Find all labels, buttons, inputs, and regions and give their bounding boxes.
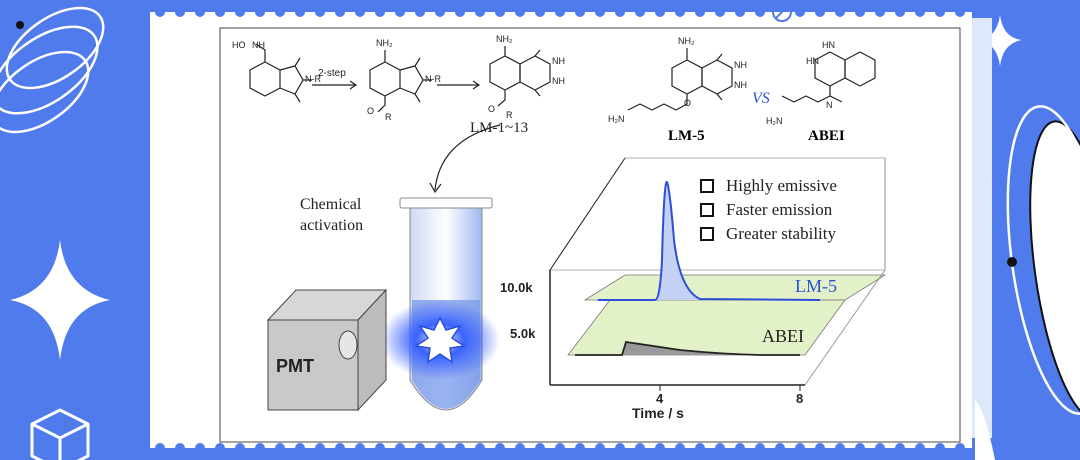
prod-label-o: O [488,104,496,114]
mid-label-r: R [385,112,392,122]
feature-text-3: Greater stability [726,224,836,243]
lm5-series-line [598,180,821,301]
mid-label-nr: N-R [425,74,441,84]
emission-burst-icon [413,316,467,364]
feature-item-1: Highly emissive [700,176,837,196]
lm5-name: LM-5 [668,128,705,144]
figure-border [219,27,961,443]
x-tick-4: 4 [656,391,664,406]
lm5-plane [583,274,887,301]
lm5-nh-label: NH [734,60,747,70]
start-label-nh: NH [252,40,265,50]
card-frame [155,12,965,448]
x-axis-label: Time / s [632,405,684,421]
lm5-nh-label-2: NH [734,80,747,90]
abei-n-label: N [826,100,833,110]
start-structure [249,43,312,103]
dot-decoration-right [1007,257,1017,267]
feature-item-2: Faster emission [700,200,832,220]
y-tick-10k: 10.0k [500,280,533,295]
pmt-label: PMT [276,356,314,376]
reagent-label: 2-step [318,68,346,79]
checkbox-icon [700,227,714,241]
right-ellipse-decoration [1029,120,1080,420]
activation-line-1: Chemical [300,196,362,213]
curved-arrow [434,124,501,191]
prod-label-nh-b: NH [552,76,565,86]
abei-name: ABEI [808,128,845,144]
product-structure [489,46,551,107]
activation-line-2: activation [300,217,364,234]
prod-label-nh: NH [552,56,565,66]
series-label: LM-1~13 [470,120,529,136]
lm5-h2n-label: H₂N [608,114,625,124]
small-sparkle-icon [978,15,1022,66]
cube-icon [30,408,90,460]
x-tick-8: 8 [796,391,804,406]
abei-hn-label-2: HN [806,56,819,66]
start-label-ho: HO [232,40,246,50]
feature-text-1: Highly emissive [726,176,837,195]
pmt-detector [266,288,388,412]
checkbox-icon [700,179,714,193]
abei-hn-label: HN [822,40,835,50]
y-tick-5k: 5.0k [510,326,536,341]
left-ellipse-decoration [0,6,105,134]
chart-3d [549,157,887,391]
start-label-nr: N-R [305,74,321,84]
feature-text-2: Faster emission [726,200,833,219]
lm5-structure [627,48,733,111]
series-label-lm5: LM-5 [795,276,837,296]
no-sign-icon [772,12,792,22]
lm5-o-label: O [684,98,692,108]
sparkle-star-icon [10,240,110,360]
abei-structure [781,51,876,103]
checkbox-icon [700,203,714,217]
abei-series-line [575,341,800,356]
feature-item-3: Greater stability [700,224,836,244]
dot-decoration [16,21,24,29]
reaction-arrow-2 [437,80,481,90]
prod-label-r: R [506,110,513,120]
lm5-nh2-label: NH₂ [678,36,695,46]
prod-label-nh2: NH₂ [496,34,513,44]
mid-label-nh2: NH₂ [376,38,393,48]
vs-label: VS [752,90,770,107]
abei-h2n-label: H₂N [766,116,783,126]
intermediate-structure [369,50,432,113]
series-label-abei: ABEI [762,326,804,346]
mid-label-o: O [367,106,375,116]
reaction-arrow-1 [312,80,358,90]
